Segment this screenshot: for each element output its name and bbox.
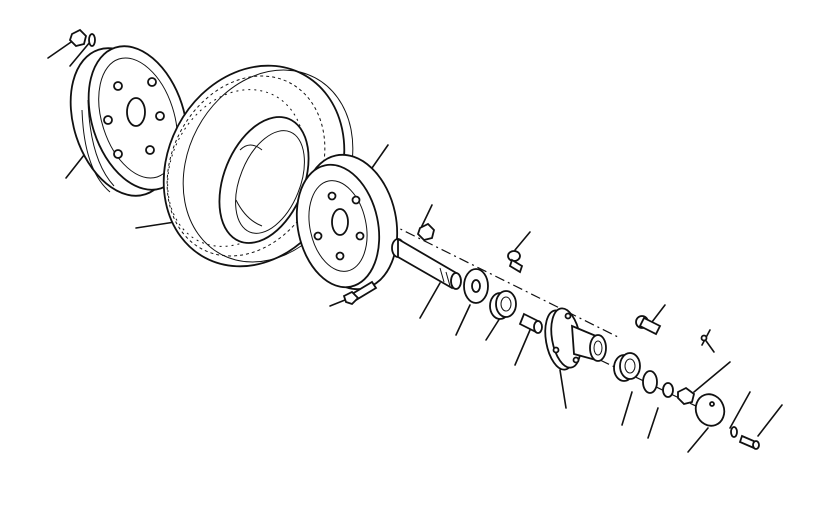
hub bbox=[544, 307, 607, 371]
stud-bolt bbox=[342, 280, 378, 306]
bolt bbox=[635, 315, 662, 336]
thrust-washer bbox=[463, 268, 489, 304]
bearing bbox=[613, 352, 641, 382]
outer-rim-half bbox=[69, 45, 189, 197]
bolt bbox=[738, 434, 760, 450]
inner-rim-half bbox=[295, 153, 399, 291]
washer bbox=[730, 426, 738, 438]
castle-nut bbox=[677, 386, 696, 405]
spacer-sleeve bbox=[518, 312, 543, 334]
nut bbox=[68, 28, 87, 47]
axle-shaft bbox=[391, 237, 462, 290]
cotter-pin bbox=[700, 334, 715, 353]
nut bbox=[416, 222, 435, 241]
stud-holes bbox=[103, 77, 165, 159]
washer bbox=[662, 382, 674, 398]
o-ring bbox=[642, 370, 658, 394]
bolt bbox=[507, 250, 524, 274]
bearing bbox=[489, 290, 517, 320]
leader-lines bbox=[47, 39, 783, 453]
washer bbox=[88, 33, 96, 47]
hub-cap bbox=[694, 393, 726, 427]
